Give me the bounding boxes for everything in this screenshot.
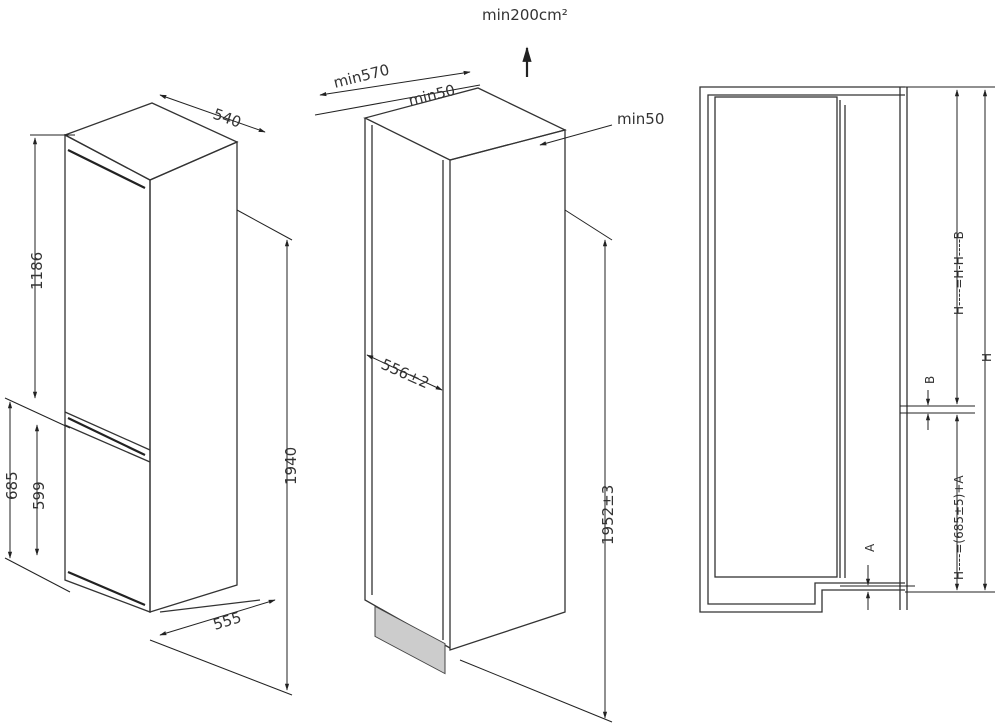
lower-formula: H----=(685±5)+A xyxy=(952,475,966,580)
appliance-isometric: 540 1186 685 599 1940 555 xyxy=(3,94,300,696)
vent-grille xyxy=(374,605,446,675)
niche-top xyxy=(363,87,567,161)
dim-height: 1952±3 xyxy=(599,485,617,545)
dim-lower-door: 599 xyxy=(30,481,48,510)
upper-formula: H----=H-H----B xyxy=(952,231,966,315)
side-section: H----=H-H----B H----=(685±5)+A H B A xyxy=(699,86,995,613)
gap-b-label: B xyxy=(923,376,937,384)
dim-depth-bottom: 555 xyxy=(211,608,244,634)
total-label: H xyxy=(980,353,994,362)
niche-isometric: min200cm² min570 min50 min50 556±2 1952±… xyxy=(314,6,664,723)
niche-side xyxy=(449,129,566,651)
ventilation-label: min200cm² xyxy=(482,6,568,24)
dim-upper-door: 1186 xyxy=(28,252,46,290)
appliance-side xyxy=(149,141,238,613)
dim-width: 556±2 xyxy=(378,355,432,392)
dim-depth-top: 540 xyxy=(211,105,244,132)
gap-a-label: A xyxy=(863,543,877,552)
dim-top-gap: min50 xyxy=(617,110,664,128)
dim-rear-gap: min50 xyxy=(407,81,457,110)
dim-total-height: 1940 xyxy=(282,447,300,485)
dim-lower-height: 685 xyxy=(3,471,21,500)
fridge-outline xyxy=(714,96,838,578)
appliance-top xyxy=(63,102,239,181)
dim-depth: min570 xyxy=(332,61,392,92)
appliance-front xyxy=(64,133,151,613)
